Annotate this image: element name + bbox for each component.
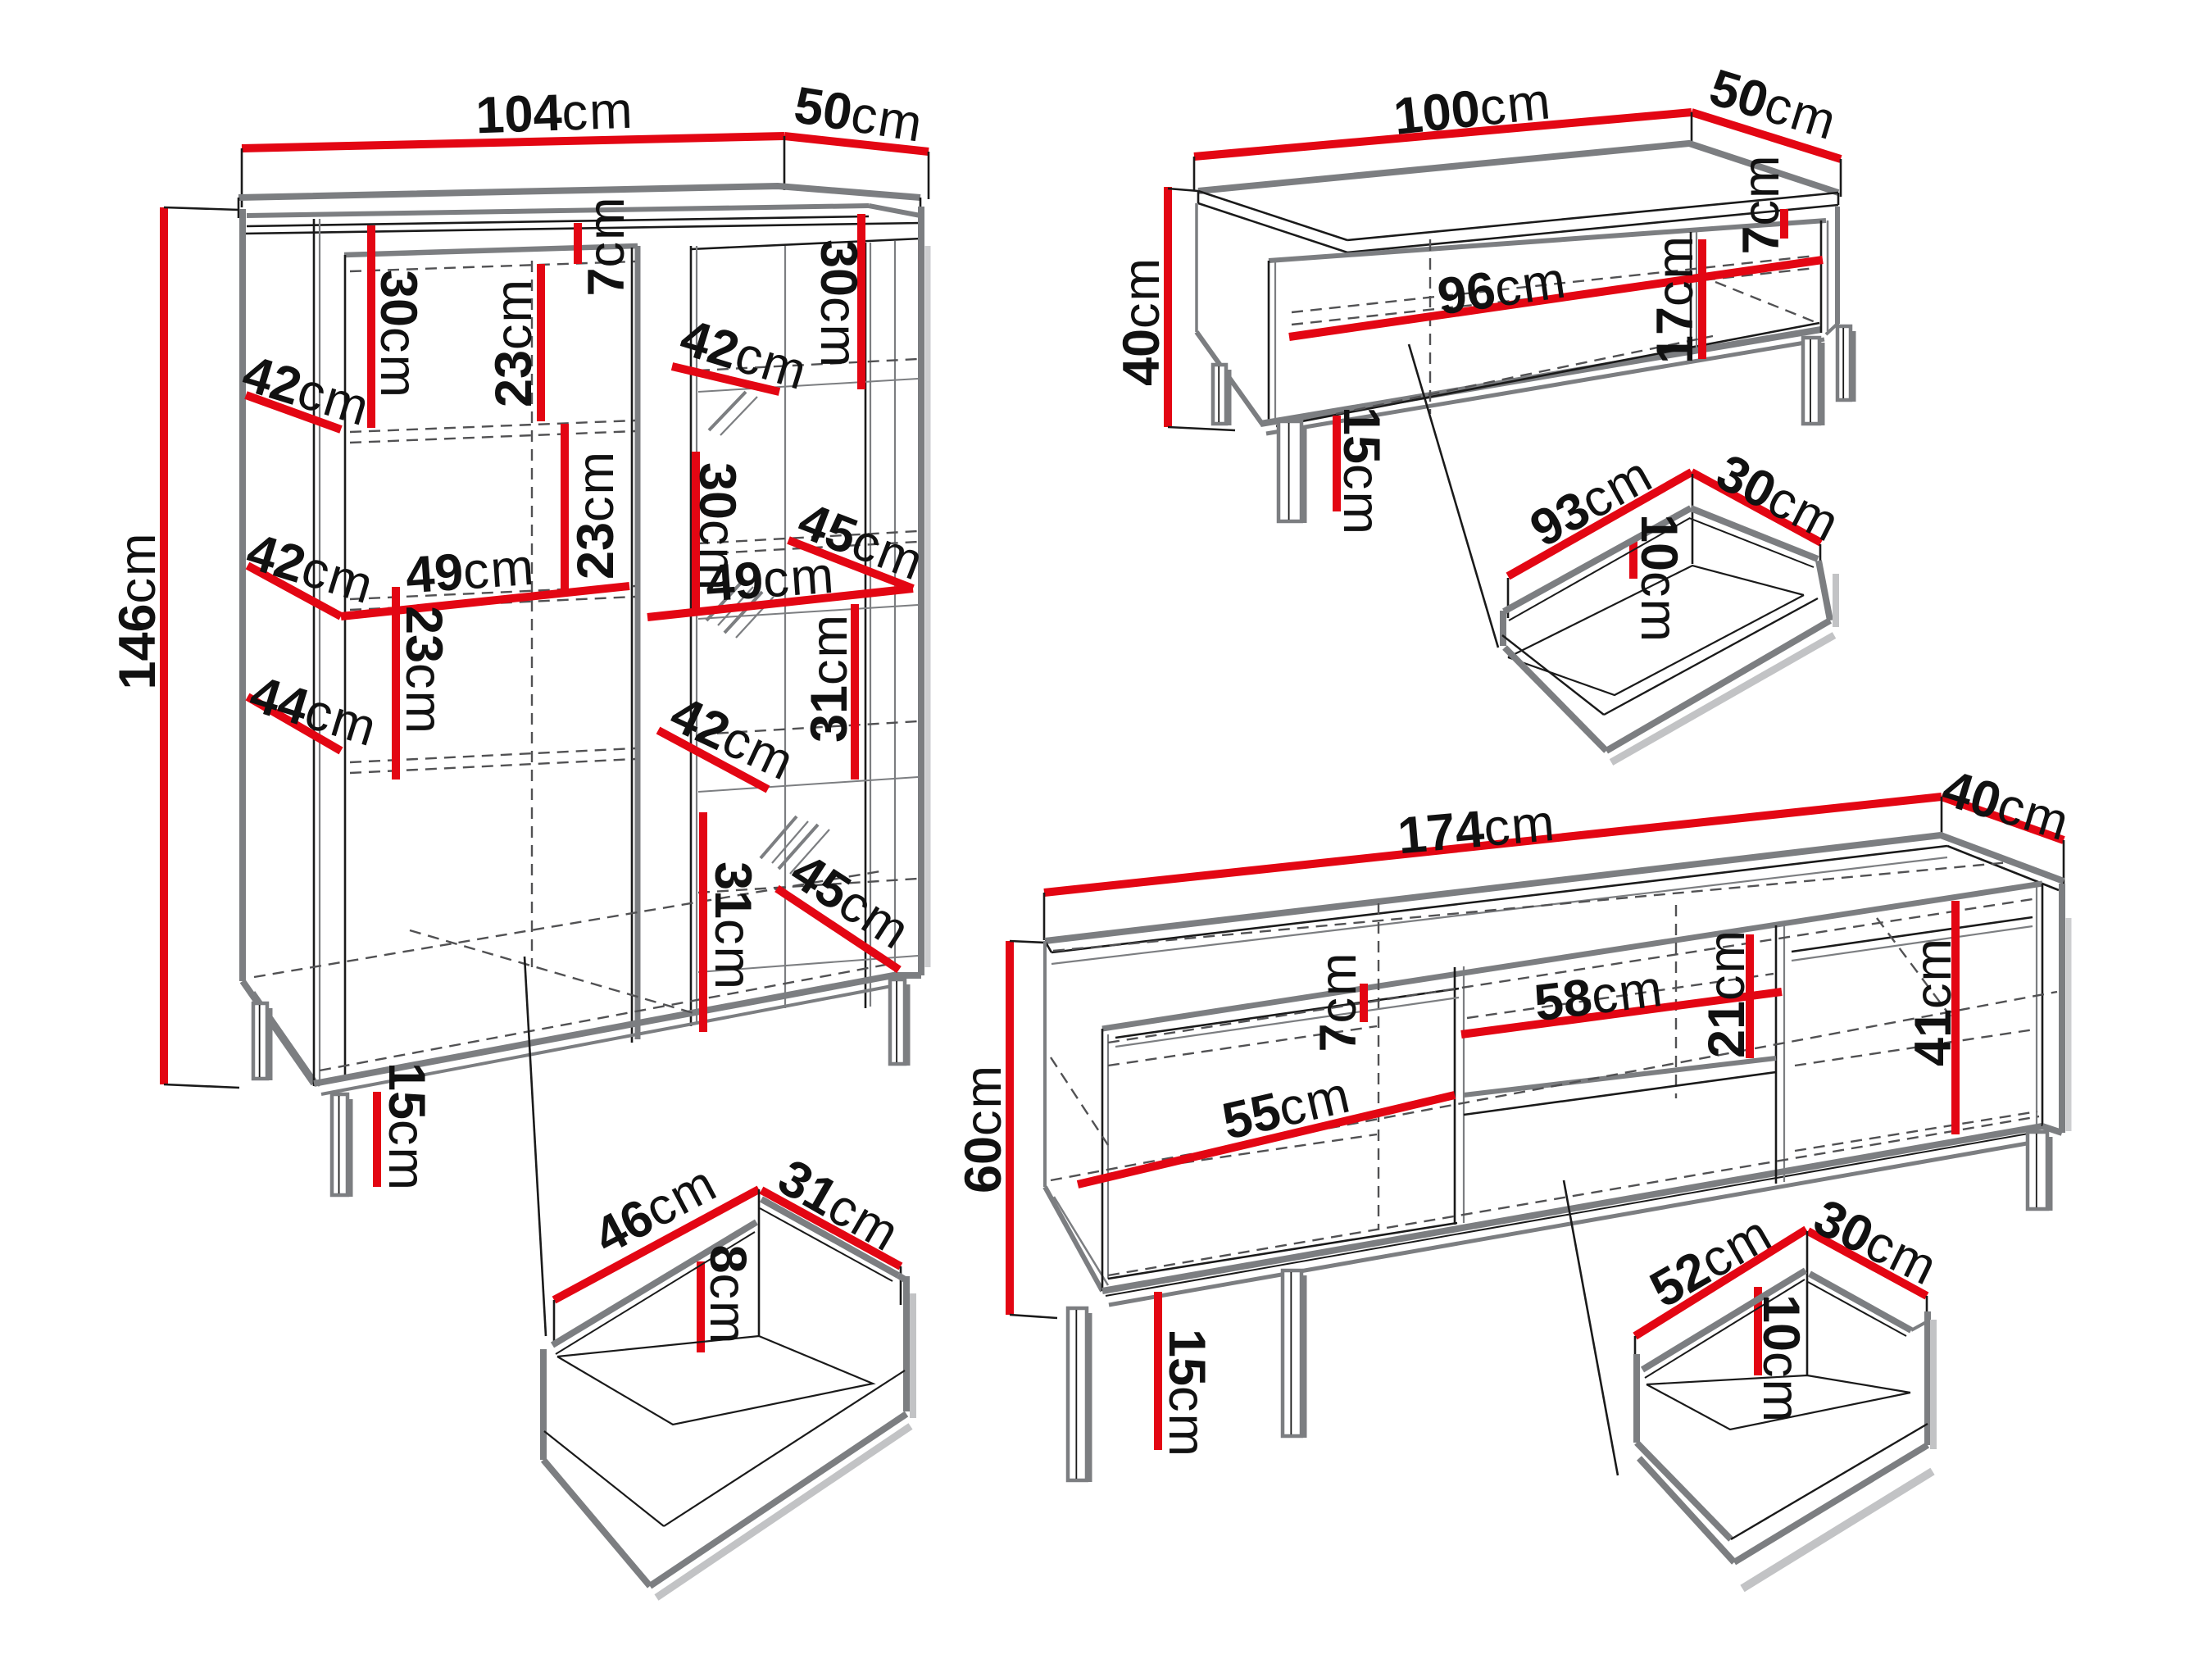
svg-text:31cm: 31cm [801,613,858,743]
svg-text:10cm: 10cm [1752,1294,1810,1424]
svg-text:49cm: 49cm [404,539,538,605]
svg-text:23cm: 23cm [485,278,543,407]
svg-text:30cm: 30cm [810,239,867,369]
svg-text:41cm: 41cm [1905,937,1962,1066]
svg-text:104cm: 104cm [475,82,634,145]
svg-text:146cm: 146cm [109,531,166,689]
svg-text:174cm: 174cm [1396,794,1558,866]
svg-text:7cm: 7cm [1733,153,1790,254]
svg-text:49cm: 49cm [704,547,838,613]
svg-text:60cm: 60cm [955,1064,1012,1193]
svg-text:30cm: 30cm [688,462,746,592]
svg-text:50cm: 50cm [790,76,927,153]
svg-text:17cm: 17cm [1647,234,1704,364]
svg-text:15cm: 15cm [378,1062,435,1192]
svg-text:8cm: 8cm [699,1244,756,1345]
svg-text:7cm: 7cm [1310,951,1367,1052]
svg-text:58cm: 58cm [1531,960,1666,1033]
svg-text:7cm: 7cm [578,195,635,296]
svg-text:23cm: 23cm [567,450,625,580]
svg-text:31cm: 31cm [704,861,761,991]
svg-text:15cm: 15cm [1158,1329,1215,1458]
svg-text:30cm: 30cm [370,270,427,399]
svg-text:10cm: 10cm [1630,514,1687,643]
svg-text:15cm: 15cm [1333,407,1390,536]
svg-text:21cm: 21cm [1698,929,1756,1058]
svg-text:96cm: 96cm [1434,251,1570,325]
svg-text:40cm: 40cm [1113,257,1170,386]
svg-text:23cm: 23cm [395,606,452,735]
svg-text:100cm: 100cm [1391,72,1554,146]
